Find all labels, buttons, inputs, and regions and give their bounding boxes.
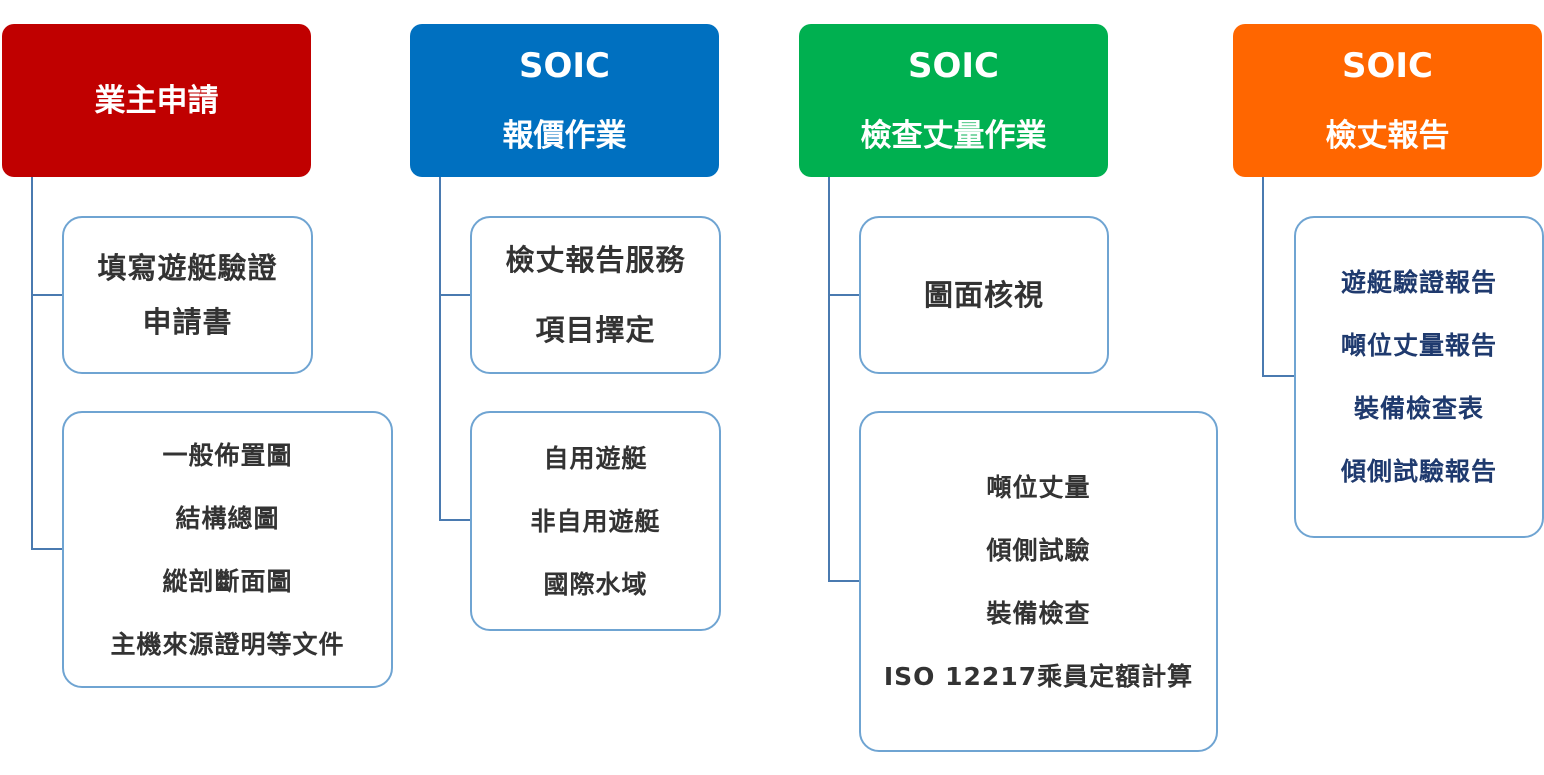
box-item: 傾側試驗報告 — [1340, 457, 1497, 486]
box-item: 裝備檢查 — [986, 598, 1091, 628]
connector-line — [1262, 375, 1294, 377]
report-list-box: 遊艇驗證報告 噸位丈量報告 裝備檢查表 傾側試驗報告 — [1294, 216, 1544, 538]
header-title: 報價作業 — [502, 117, 627, 154]
connector-line — [439, 177, 441, 521]
box-item: 圖面核視 — [923, 278, 1044, 312]
box-item: 非自用遊艇 — [530, 506, 661, 536]
service-selection-box: 檢丈報告服務 項目擇定 — [470, 216, 721, 374]
box-item: 項目擇定 — [535, 313, 656, 347]
header-inspection: SOIC 檢查丈量作業 — [799, 24, 1108, 177]
box-item: 檢丈報告服務 — [505, 243, 686, 277]
box-item: 裝備檢查表 — [1353, 394, 1484, 423]
connector-line — [828, 177, 830, 582]
box-item: 噸位丈量報告 — [1340, 331, 1497, 360]
connector-line — [31, 294, 63, 296]
header-inspection-report: SOIC 檢丈報告 — [1233, 24, 1542, 177]
connector-line — [828, 294, 860, 296]
header-title: 檢丈報告 — [1325, 117, 1450, 154]
box-item: 國際水域 — [543, 569, 648, 599]
connector-line — [828, 580, 860, 582]
box-item: 傾側試驗 — [986, 535, 1091, 565]
box-item: 填寫遊艇驗證 — [97, 251, 278, 285]
header-org: SOIC — [908, 45, 999, 86]
box-item: ISO 12217乘員定額計算 — [883, 661, 1194, 691]
box-item: 申請書 — [142, 305, 233, 339]
inspection-items-box: 噸位丈量 傾側試驗 裝備檢查 ISO 12217乘員定額計算 — [859, 411, 1218, 752]
yacht-category-box: 自用遊艇 非自用遊艇 國際水域 — [470, 411, 721, 631]
connector-line — [439, 294, 471, 296]
application-form-box: 填寫遊艇驗證 申請書 — [62, 216, 313, 374]
box-item: 遊艇驗證報告 — [1340, 268, 1497, 297]
header-owner-application: 業主申請 — [2, 24, 311, 177]
drawing-review-box: 圖面核視 — [859, 216, 1109, 374]
box-item: 縱剖斷面圖 — [162, 566, 293, 596]
header-title: 業主申請 — [94, 82, 219, 119]
connector-line — [1262, 177, 1264, 377]
box-item: 結構總圖 — [175, 503, 280, 533]
box-item: 主機來源證明等文件 — [110, 629, 345, 659]
header-org: SOIC — [1342, 45, 1433, 86]
box-item: 一般佈置圖 — [162, 440, 293, 470]
header-quotation: SOIC 報價作業 — [410, 24, 719, 177]
connector-line — [31, 177, 33, 549]
box-item: 自用遊艇 — [543, 443, 648, 473]
connector-line — [31, 548, 63, 550]
required-documents-box: 一般佈置圖 結構總圖 縱剖斷面圖 主機來源證明等文件 — [62, 411, 393, 688]
header-org: SOIC — [519, 45, 610, 86]
box-item: 噸位丈量 — [986, 472, 1091, 502]
connector-line — [439, 519, 471, 521]
header-title: 檢查丈量作業 — [860, 117, 1047, 154]
